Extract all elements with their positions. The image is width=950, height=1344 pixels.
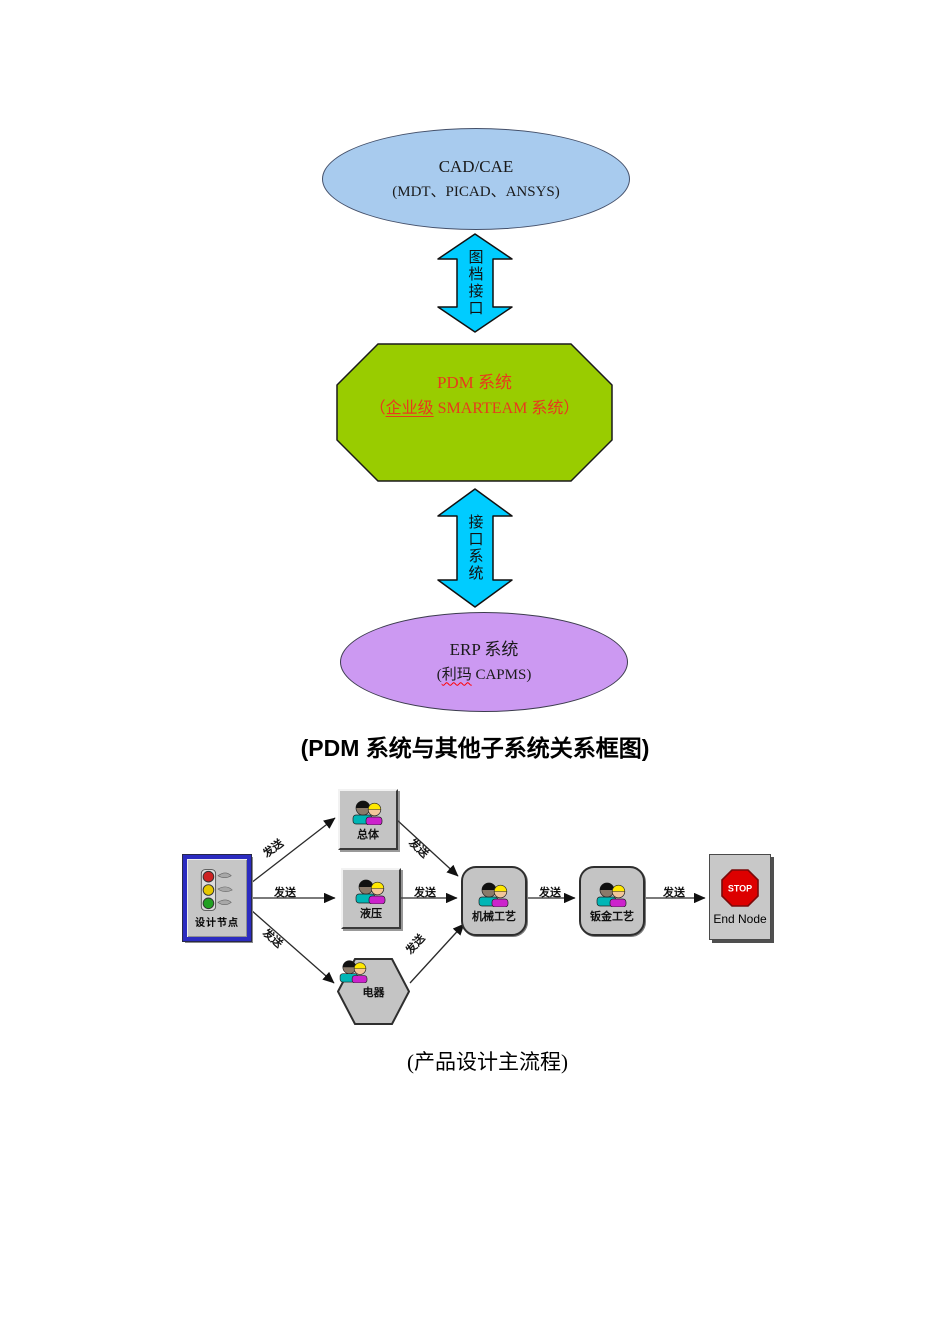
team-icon bbox=[355, 879, 386, 904]
edge-start-general bbox=[250, 817, 336, 884]
team-icon bbox=[352, 800, 383, 825]
diagram2-caption: (产品设计主流程) bbox=[407, 1050, 568, 1074]
stop-sign-icon: STOP bbox=[721, 868, 759, 907]
edge-label-send: 发送 bbox=[274, 887, 296, 899]
octagon-shape bbox=[336, 343, 613, 482]
end-node: STOP End Node bbox=[709, 854, 771, 940]
hydraulic-node-label: 液压 bbox=[360, 908, 382, 920]
diagram1-caption: (PDM 系统与其他子系统关系框图) bbox=[300, 735, 650, 761]
sheetmetal-node-label: 钣金工艺 bbox=[590, 910, 634, 923]
erp-subtitle-rest: CAPMS) bbox=[471, 666, 532, 683]
electric-node-label: 电器 bbox=[362, 986, 385, 999]
electric-node-content: 电器 bbox=[337, 957, 410, 1026]
team-icon bbox=[478, 882, 509, 907]
edge-label-send: 发送 bbox=[414, 887, 436, 899]
edge-electric-mechanical bbox=[409, 923, 465, 984]
design-node-label: 设计节点 bbox=[195, 917, 239, 929]
pdm-system-title: PDM 系统 bbox=[436, 373, 513, 392]
pdm-system-text: PDM 系统 （企业级 SMARTEAM 系统） bbox=[336, 369, 613, 422]
erp-system-node: ERP 系统 (利玛 CAPMS) bbox=[340, 612, 628, 712]
interface-system-arrow: 接口系统 bbox=[437, 488, 513, 608]
pdm-subtitle-rest: SMARTEAM 系统） bbox=[433, 400, 580, 418]
pdm-subtitle-underlined: 企业级 bbox=[385, 400, 434, 418]
interface-system-arrow-label: 接口系统 bbox=[466, 514, 483, 582]
traffic-light-icon bbox=[200, 868, 233, 911]
stop-sign-text: STOP bbox=[728, 883, 752, 893]
pdm-subtitle-open: （ bbox=[369, 400, 386, 418]
erp-title: ERP 系统 bbox=[449, 640, 519, 660]
hydraulic-node: 液压 bbox=[341, 868, 401, 929]
erp-subtitle: (利玛 CAPMS) bbox=[437, 664, 532, 687]
mechanical-node-label: 机械工艺 bbox=[472, 910, 516, 923]
doc-interface-arrow-label: 图档接口 bbox=[466, 249, 483, 317]
mechanical-process-node: 机械工艺 bbox=[461, 866, 527, 936]
sheetmetal-process-node: 钣金工艺 bbox=[579, 866, 645, 936]
pdm-system-node: PDM 系统 （企业级 SMARTEAM 系统） bbox=[336, 343, 613, 482]
general-node: 总体 bbox=[338, 789, 398, 850]
cad-cae-subtitle: (MDT、PICAD、ANSYS) bbox=[392, 183, 560, 200]
workflow-connectors bbox=[250, 817, 706, 984]
cad-cae-node: CAD/CAE (MDT、PICAD、ANSYS) bbox=[322, 128, 630, 230]
edge-label-send: 发送 bbox=[539, 887, 561, 899]
design-start-node: 设计节点 bbox=[182, 854, 252, 942]
cad-cae-title: CAD/CAE bbox=[438, 157, 514, 177]
doc-interface-arrow: 图档接口 bbox=[437, 233, 513, 333]
general-node-label: 总体 bbox=[357, 829, 379, 841]
pdm-system-subtitle: （企业级 SMARTEAM 系统） bbox=[336, 396, 613, 422]
electric-node: 电器 bbox=[337, 957, 410, 1026]
erp-subtitle-open: ( bbox=[436, 666, 442, 683]
team-icon bbox=[596, 882, 627, 907]
double-arrow-icon bbox=[437, 488, 513, 608]
edge-general-mechanical bbox=[396, 819, 459, 877]
erp-subtitle-wavy: 利玛 bbox=[441, 666, 472, 683]
end-node-label: End Node bbox=[713, 911, 767, 926]
edge-label-send: 发送 bbox=[663, 887, 685, 899]
double-arrow-icon bbox=[437, 233, 513, 333]
team-icon bbox=[339, 960, 368, 983]
edge-start-electric bbox=[250, 909, 335, 984]
